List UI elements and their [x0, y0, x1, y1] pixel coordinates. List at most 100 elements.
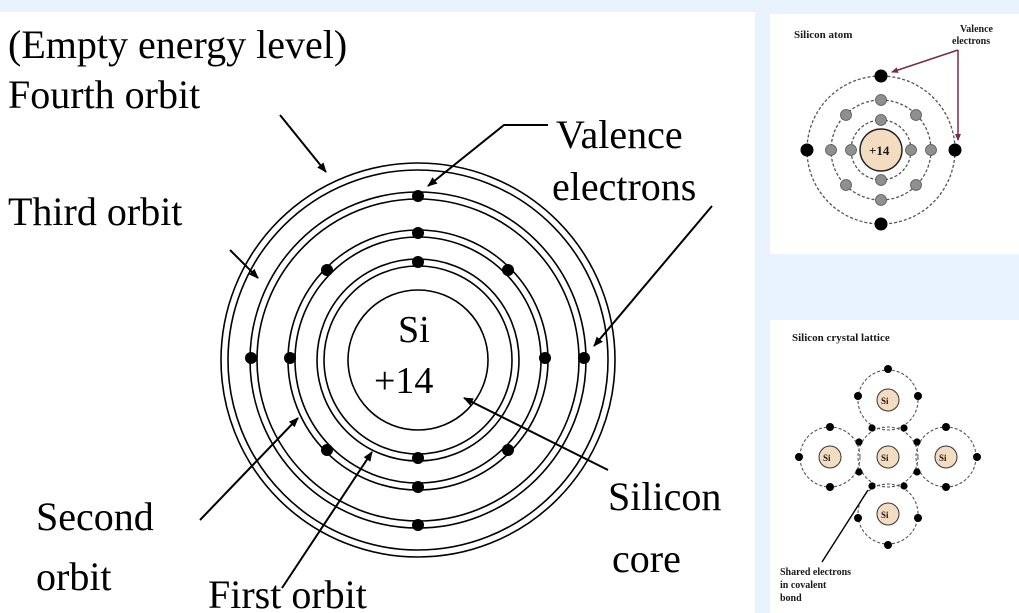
electron: [284, 352, 296, 364]
main-panel-background: [0, 12, 755, 613]
electron: [840, 179, 852, 191]
electron: [855, 438, 863, 446]
electron: [875, 194, 887, 206]
main-diagram-panel: Si +14 (Empty energy level) Fourth orbit…: [0, 12, 755, 613]
lattice-atom-symbol: Si: [881, 396, 889, 406]
first-orbit-arrow: [281, 451, 373, 589]
fourth-orbit-arrow: [279, 114, 327, 173]
silicon-core-label-line2: core: [612, 536, 681, 581]
electron: [539, 352, 551, 364]
valence-electron: [578, 352, 590, 364]
valence-electrons-label-line2: electrons: [552, 164, 696, 209]
lattice-inset-background: [770, 320, 1019, 613]
valence-electron: [874, 217, 888, 231]
atom-inset-valence-line2: electrons: [952, 36, 990, 47]
fourth-orbit-ring: [220, 162, 616, 558]
lattice-atom: Si: [818, 445, 842, 469]
lattice-atom-symbol: Si: [939, 453, 947, 463]
electron: [905, 144, 917, 156]
electron: [900, 424, 908, 432]
atom-inset-valence-line1: Valence: [960, 24, 994, 35]
lattice-atom-symbol: Si: [823, 453, 831, 463]
valence-electron: [948, 143, 962, 157]
lattice-caption-line3: bond: [780, 593, 802, 604]
second-orbit-label-line1: Second: [36, 494, 154, 539]
electron: [840, 109, 852, 121]
valence-electron: [800, 143, 814, 157]
silicon-core-label-line1: Silicon: [608, 474, 721, 519]
third-orbit-label: Third orbit: [8, 189, 182, 234]
valence-electron: [412, 519, 424, 531]
lattice-inset-title: Silicon crystal lattice: [792, 332, 890, 344]
nucleus-charge: +14: [374, 360, 433, 402]
electron: [900, 482, 908, 490]
silicon-lattice-inset: Silicon crystal lattice Si Si Si: [770, 320, 1019, 613]
atom-inset-inner-electrons: [825, 94, 937, 206]
fourth-orbit-label: Fourth orbit: [8, 72, 200, 117]
empty-energy-level-label: (Empty energy level): [8, 22, 347, 67]
electron: [925, 144, 937, 156]
electron: [910, 179, 922, 191]
atom-inset-valence-electrons: [800, 69, 962, 231]
valence-electron: [245, 352, 257, 364]
atom-inset-title: Silicon atom: [794, 29, 852, 41]
electron: [795, 453, 803, 461]
lattice-atom: Si: [934, 445, 958, 469]
lattice-atom: Si: [876, 388, 900, 412]
lattice-atom-symbol: Si: [881, 453, 889, 463]
electron: [914, 392, 922, 400]
valence-electrons-arrow-top: [427, 124, 548, 187]
electron: [884, 365, 892, 373]
electron: [884, 541, 892, 549]
electron: [854, 514, 862, 522]
atom-inset-valence-arrows: [891, 49, 961, 141]
electron: [942, 423, 950, 431]
electron: [321, 444, 333, 456]
electron: [875, 174, 887, 186]
electron: [913, 438, 921, 446]
electron: [855, 468, 863, 476]
electron: [854, 392, 862, 400]
lattice-bond-pointer: [821, 489, 869, 563]
electron: [825, 144, 837, 156]
second-orbit-label-line2: orbit: [36, 554, 112, 599]
second-orbit-arrow: [199, 417, 299, 521]
electron: [412, 256, 424, 268]
lattice-atom: Si: [876, 502, 900, 526]
lattice-caption-line2: in covalent: [780, 580, 827, 591]
valence-electron: [412, 190, 424, 202]
lattice-caption-line1: Shared electrons: [780, 567, 851, 578]
electron: [321, 264, 333, 276]
lattice-atoms: Si Si Si Si Si: [818, 388, 958, 526]
electron: [942, 483, 950, 491]
electron: [875, 114, 887, 126]
electrons: [245, 190, 590, 531]
electron: [826, 483, 834, 491]
electron: [913, 468, 921, 476]
electron: [412, 227, 424, 239]
atom-inset-nucleus: [859, 128, 903, 172]
electron: [502, 264, 514, 276]
silicon-core-ring: [347, 289, 489, 431]
valence-electrons-arrow-right: [593, 205, 713, 347]
electron: [412, 452, 424, 464]
lattice-atom: Si: [876, 445, 900, 469]
silicon-atom-inset: Silicon atom Valence electrons +14: [770, 14, 1019, 254]
lattice-atom-symbol: Si: [881, 510, 889, 520]
electron: [868, 482, 876, 490]
lattice-electrons: [795, 365, 981, 549]
pointer-arrows: [199, 114, 713, 589]
silicon-core-arrow: [463, 397, 609, 471]
electron: [910, 109, 922, 121]
third-orbit-arrow: [229, 249, 259, 279]
electron: [826, 423, 834, 431]
electron: [502, 444, 514, 456]
electron: [868, 424, 876, 432]
valence-electrons-label-line1: Valence: [556, 112, 683, 157]
electron: [412, 481, 424, 493]
atom-inset-nucleus-charge: +14: [869, 143, 890, 158]
nucleus-symbol: Si: [398, 309, 430, 351]
electron: [875, 94, 887, 106]
electron: [845, 144, 857, 156]
